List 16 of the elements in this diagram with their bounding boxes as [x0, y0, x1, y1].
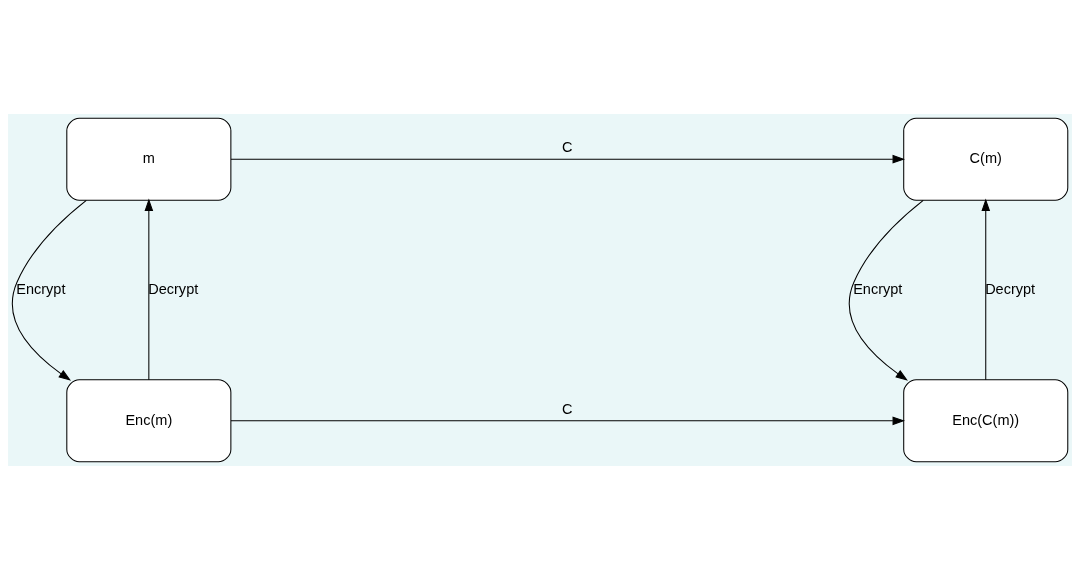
arrow [981, 198, 991, 380]
edge-label: Decrypt [985, 280, 1036, 297]
node-box: Enc(C(m)) [903, 378, 1069, 462]
edge-label: Encrypt [16, 280, 66, 297]
arrow [848, 199, 924, 381]
node-box: Enc(m) [66, 378, 232, 462]
edge-label: Decrypt [148, 280, 199, 297]
edge-label: Encrypt [853, 280, 903, 297]
arrow [230, 154, 905, 164]
edge-label: C [562, 400, 573, 417]
node-box: m [66, 117, 232, 201]
edge-label: C [562, 138, 573, 155]
arrow [144, 198, 154, 380]
arrow [12, 199, 87, 381]
arrow [230, 415, 905, 425]
node-box: C(m) [903, 117, 1069, 201]
